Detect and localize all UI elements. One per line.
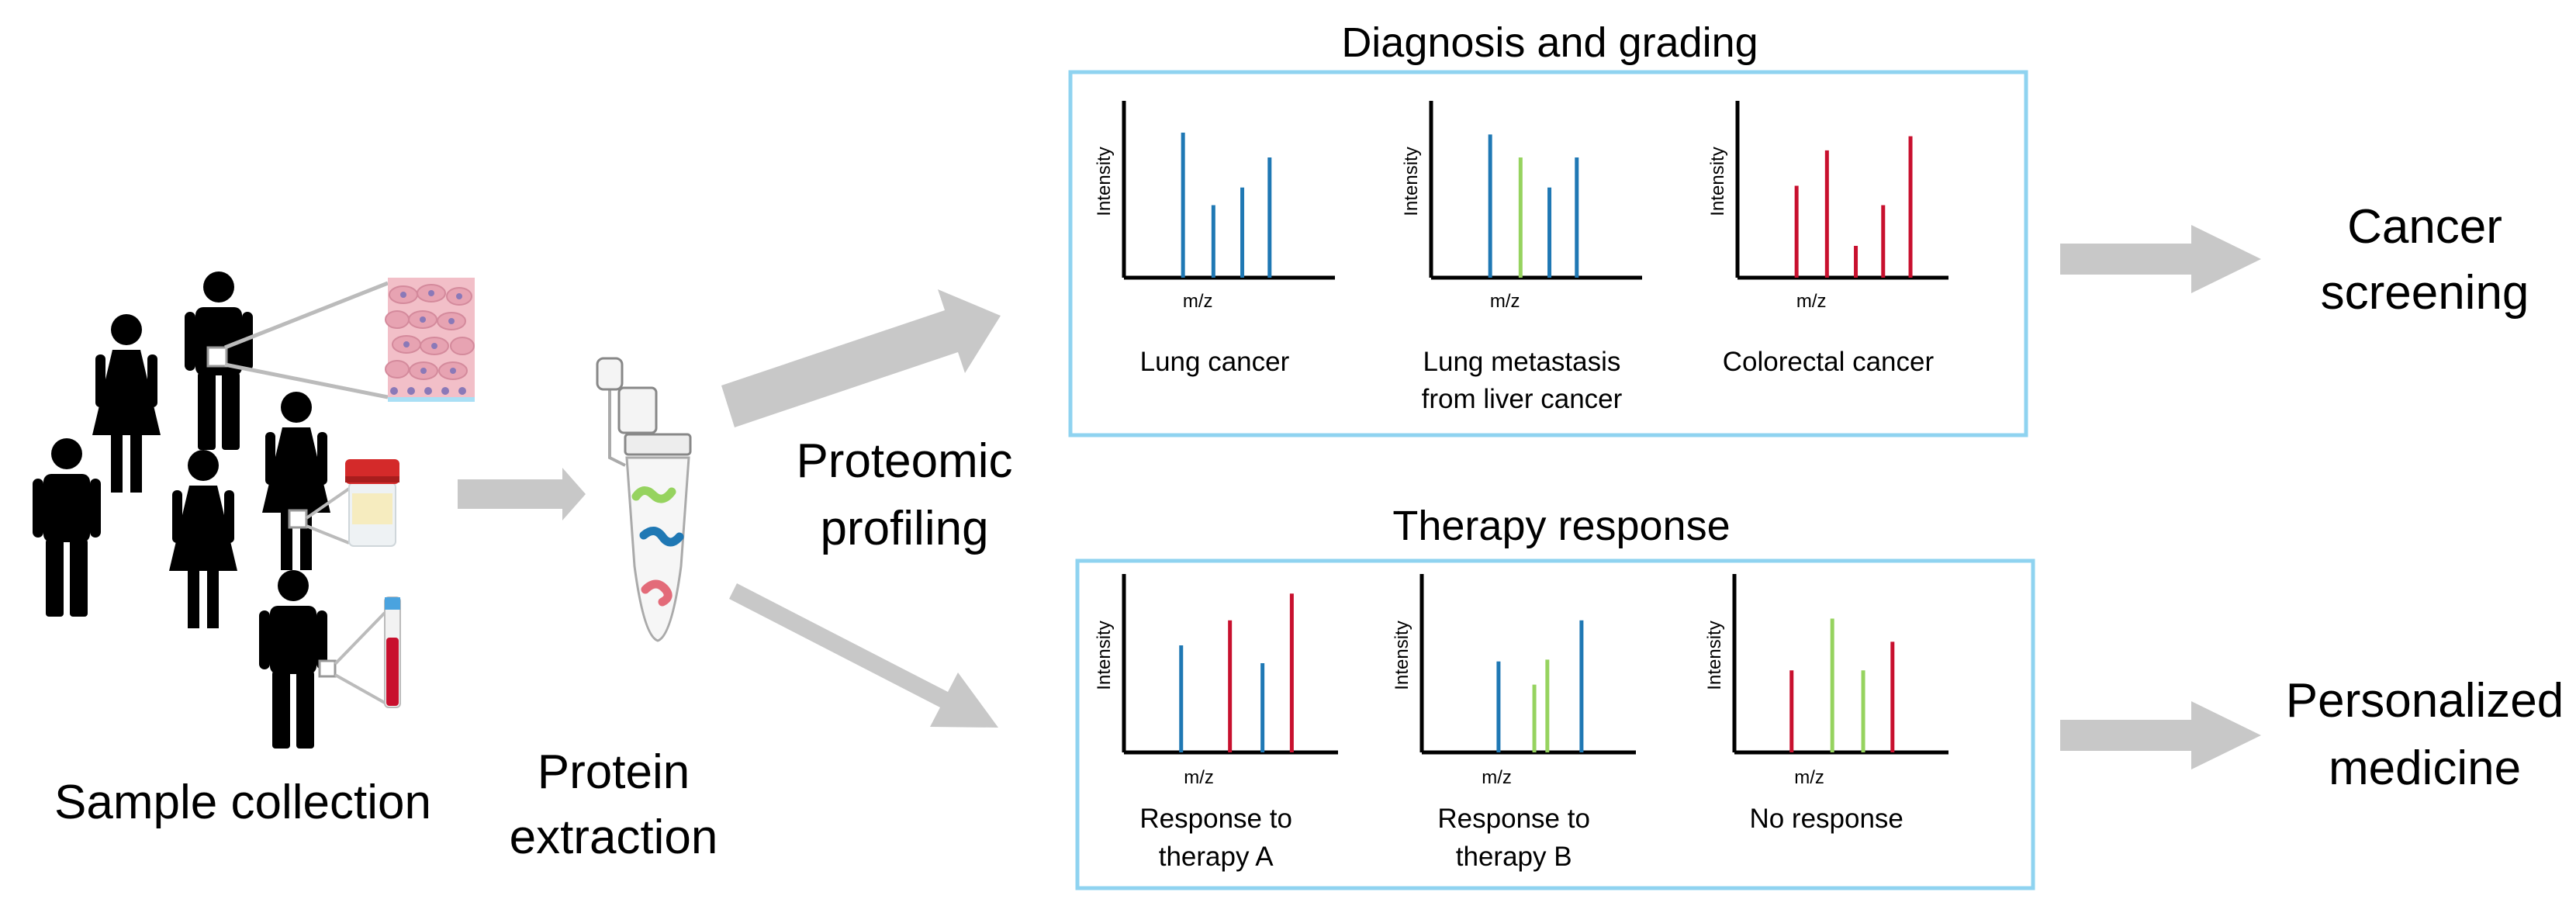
- plot-caption-line1: Response to: [1139, 804, 1292, 834]
- flow-arrow-down: [729, 583, 998, 728]
- person-icon: [92, 314, 161, 493]
- plot-caption-line2: therapy B: [1456, 842, 1572, 872]
- therapy-panel: [1075, 558, 2035, 890]
- x-axis-label: m/z: [1794, 767, 1824, 788]
- protein-extraction-label-line2: extraction: [510, 811, 718, 864]
- cancer-screening-label-line1: Cancer: [2347, 200, 2502, 254]
- proteomic-profiling-label-line1: Proteomic: [796, 434, 1012, 488]
- proteomic-profiling-label-line2: profiling: [820, 502, 988, 555]
- plot-caption-line2: from liver cancer: [1422, 384, 1623, 414]
- plot-caption-line1: Lung metastasis: [1423, 347, 1621, 377]
- diagnosis-title: Diagnosis and grading: [1341, 19, 1758, 66]
- person-icon: [262, 392, 330, 570]
- plot-caption-line2: therapy A: [1159, 842, 1274, 872]
- y-axis-label: Intensity: [1094, 621, 1115, 690]
- y-axis-label: Intensity: [1094, 147, 1115, 216]
- cancer-screening-label-line2: screening: [2321, 266, 2529, 320]
- microcentrifuge-tube-icon: [596, 357, 692, 642]
- plot-caption-line1: Colorectal cancer: [1723, 347, 1935, 377]
- diagnosis-panel: [1068, 70, 2028, 437]
- personalized-medicine-label-line2: medicine: [2329, 742, 2521, 795]
- personalized-medicine-label-line1: Personalized: [2286, 674, 2564, 728]
- tissue-zoom-icon: [206, 278, 475, 402]
- flow-arrow: [458, 468, 586, 520]
- blood-tube-icon: [318, 596, 401, 708]
- sample-collection-label: Sample collection: [54, 776, 431, 829]
- flow-arrow-right: [2060, 225, 2261, 293]
- x-axis-label: m/z: [1490, 291, 1520, 312]
- y-axis-label: Intensity: [1392, 621, 1412, 690]
- y-axis-label: Intensity: [1401, 147, 1422, 216]
- people-group-icon: [33, 271, 330, 749]
- x-axis-label: m/z: [1482, 767, 1512, 788]
- urine-container-icon: [288, 459, 399, 547]
- y-axis-label: Intensity: [1704, 621, 1725, 690]
- spectrum-plot: Intensity m/z No response: [1704, 574, 1948, 834]
- plot-caption-line1: Response to: [1437, 804, 1590, 834]
- person-icon: [259, 570, 327, 749]
- flow-arrow-up: [721, 289, 1001, 427]
- person-icon: [169, 450, 237, 628]
- flow-arrow-right: [2060, 701, 2261, 769]
- x-axis-label: m/z: [1184, 767, 1214, 788]
- plot-caption-line1: Lung cancer: [1140, 347, 1290, 377]
- x-axis-label: m/z: [1183, 291, 1213, 312]
- person-icon: [33, 438, 101, 617]
- x-axis-label: m/z: [1796, 291, 1827, 312]
- therapy-title: Therapy response: [1392, 503, 1730, 549]
- y-axis-label: Intensity: [1707, 147, 1728, 216]
- protein-extraction-label-line1: Protein: [538, 745, 690, 799]
- plot-caption-line1: No response: [1749, 804, 1903, 834]
